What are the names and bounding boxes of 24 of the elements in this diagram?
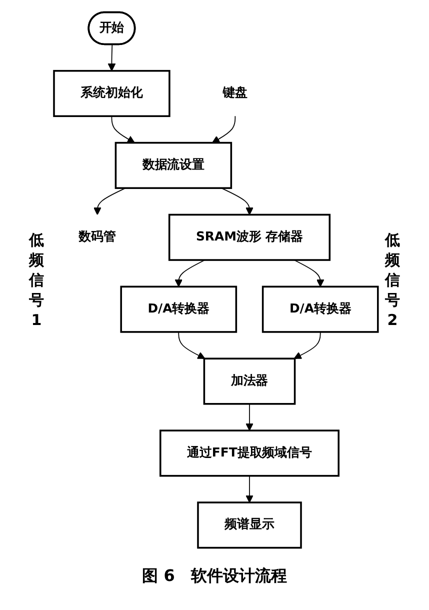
node-box: 系统初始化 xyxy=(52,70,170,118)
node-text: 键盘 xyxy=(222,86,248,100)
arrow xyxy=(220,188,253,216)
arrow xyxy=(245,403,253,431)
node-box: 频谱显示 xyxy=(196,502,302,549)
node-box: D/A转换器 xyxy=(120,286,237,333)
arrow xyxy=(110,116,134,144)
node-box: SRAM波形 存储器 xyxy=(168,214,330,261)
arrow xyxy=(245,475,253,503)
arrow xyxy=(211,116,236,144)
signal-label: 低频信号1 xyxy=(28,230,44,330)
arrow xyxy=(293,332,320,359)
arrow xyxy=(174,260,205,288)
caption: 图 6 软件设计流程 xyxy=(141,566,288,587)
node-text: 数码管 xyxy=(78,230,116,244)
node-box: 数据流设置 xyxy=(114,142,232,189)
signal-label: 低频信号2 xyxy=(384,230,400,330)
arrow xyxy=(178,332,205,359)
arrow xyxy=(293,260,324,288)
node-box: 通过FFT提取频域信号 xyxy=(159,430,339,477)
arrow xyxy=(107,44,116,72)
node-box: D/A转换器 xyxy=(261,286,378,333)
node-box: 加法器 xyxy=(202,358,296,405)
arrow xyxy=(93,188,126,216)
